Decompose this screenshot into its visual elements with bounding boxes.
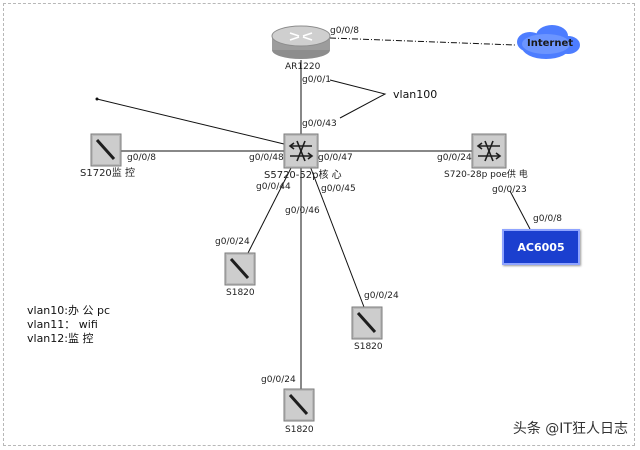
s1820-c-name: S1820 xyxy=(285,425,314,435)
watermark: 头条 @IT狂人日志 xyxy=(512,421,628,437)
core-switch-name: S5720-52p核 心 xyxy=(264,170,342,181)
legend-line: vlan12:监 控 xyxy=(27,332,94,345)
legend-line: vlan10:办 公 pc xyxy=(27,304,111,317)
s1820-b-switch-icon[interactable] xyxy=(351,306,383,340)
port-core-46: g0/0/46 xyxy=(285,206,320,216)
vlan100-bracket xyxy=(329,79,387,119)
s1820-a-name: S1820 xyxy=(226,288,255,298)
port-ac: g0/0/8 xyxy=(533,214,562,224)
diagram-frame xyxy=(3,3,635,446)
vlan100-label: vlan100 xyxy=(393,88,438,101)
core-switch-icon[interactable] xyxy=(283,133,319,169)
s1820-c-switch-icon[interactable] xyxy=(283,388,315,422)
port-core-44: g0/0/44 xyxy=(256,182,291,192)
port-router-internet: g0/0/8 xyxy=(330,26,359,36)
port-poe-down: g0/0/23 xyxy=(492,185,527,195)
port-core-45: g0/0/45 xyxy=(321,184,356,194)
router-name: AR1220 xyxy=(285,62,321,72)
ac6005-node[interactable]: AC6005 xyxy=(502,229,580,265)
port-core-up: g0/0/43 xyxy=(302,119,337,129)
port-s1820c: g0/0/24 xyxy=(261,375,296,385)
port-s1820b: g0/0/24 xyxy=(364,291,399,301)
port-poe-left: g0/0/24 xyxy=(437,153,472,163)
router-icon[interactable] xyxy=(271,25,331,59)
link-core-s1820b xyxy=(309,165,365,308)
ac6005-label: AC6005 xyxy=(517,240,565,254)
stray-dot xyxy=(95,97,99,101)
link-router-internet xyxy=(329,37,516,46)
port-s1720: g0/0/8 xyxy=(127,153,156,163)
port-router-down: g0/0/1 xyxy=(302,75,331,85)
link-core-s1820a xyxy=(247,165,293,254)
legend-line: vlan11： wifi xyxy=(27,318,98,331)
port-s1820a: g0/0/24 xyxy=(215,237,250,247)
link-poe-ac xyxy=(509,190,531,230)
s1820-a-switch-icon[interactable] xyxy=(224,252,256,286)
stray-line xyxy=(96,98,285,145)
port-core-left: g0/0/48 xyxy=(249,153,284,163)
vlan-legend: vlan10:办 公 pc vlan11： wifi vlan12:监 控 xyxy=(27,304,110,346)
internet-cloud-icon[interactable] xyxy=(517,25,580,59)
internet-label: Internet xyxy=(527,38,574,49)
s1820-b-name: S1820 xyxy=(354,342,383,352)
s1720-switch-icon[interactable] xyxy=(90,133,122,167)
poe-switch-name: S720-28p poe供 电 xyxy=(444,170,528,180)
port-core-right: g0/0/47 xyxy=(318,153,353,163)
poe-switch-icon[interactable] xyxy=(471,133,507,169)
s1720-switch-name: S1720监 控 xyxy=(80,168,135,179)
